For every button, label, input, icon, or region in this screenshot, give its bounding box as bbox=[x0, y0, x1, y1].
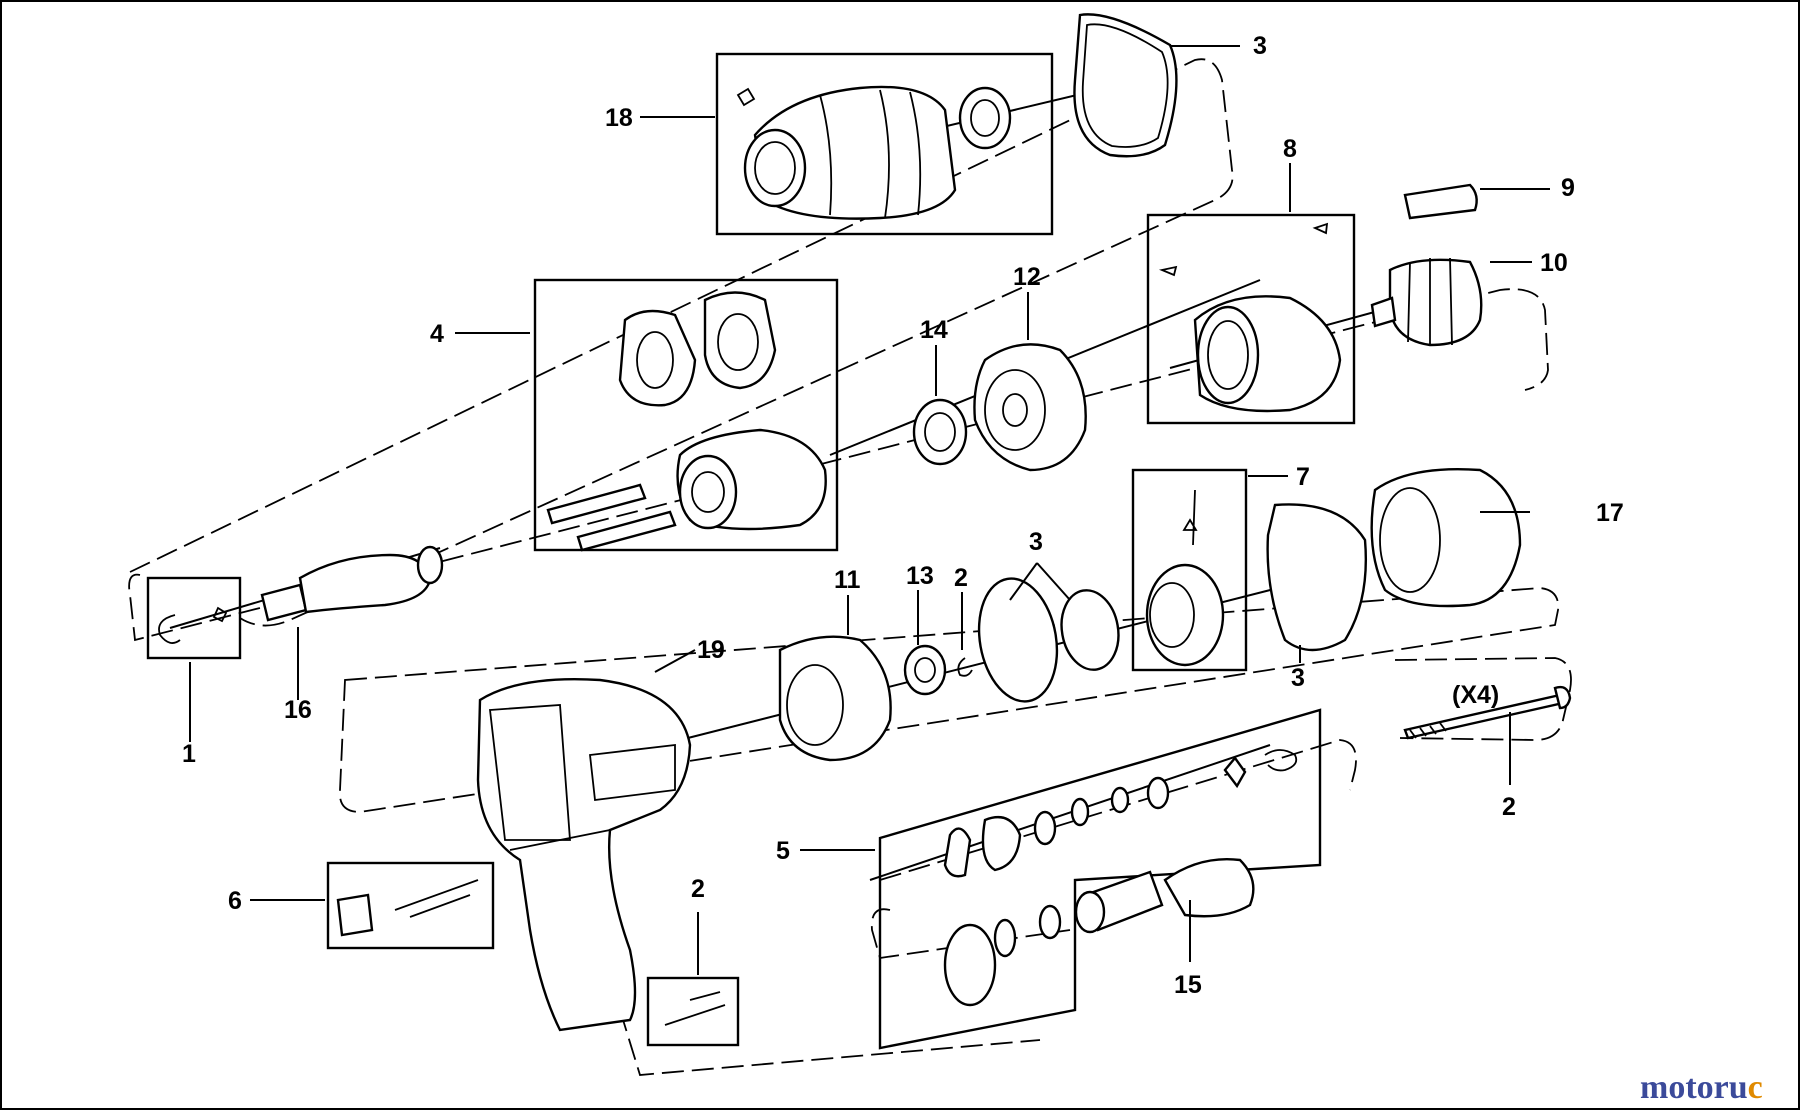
part-2-pin-group-box bbox=[646, 976, 740, 1047]
part-3-seal-ring-a bbox=[977, 577, 1059, 703]
part-14-bearing-drawing bbox=[912, 398, 968, 466]
watermark-part1: motoru bbox=[1640, 1069, 1748, 1106]
callout-9: 9 bbox=[1561, 174, 1575, 202]
part-18-hammer-case-drawing bbox=[736, 85, 1012, 220]
part-4-group-box bbox=[533, 278, 839, 552]
part-9-rotor-blade-drawing bbox=[1403, 183, 1478, 220]
part-3-seal-ring-b bbox=[1060, 589, 1120, 671]
axis-valve bbox=[869, 744, 1271, 881]
part-11-rear-plate-drawing bbox=[778, 635, 892, 762]
callout-11: 11 bbox=[834, 566, 861, 594]
part-2-clip-drawing bbox=[957, 657, 973, 677]
part-10-rotor-drawing bbox=[1370, 257, 1483, 347]
part-1-retainer-drawing bbox=[158, 606, 228, 644]
part-7-rear-plate-drawing bbox=[1145, 489, 1225, 667]
callout-12: 12 bbox=[1013, 263, 1041, 291]
callout-10: 10 bbox=[1540, 249, 1568, 277]
callout-15: 15 bbox=[1174, 971, 1202, 999]
part-13-bearing-inner bbox=[914, 657, 936, 683]
upper-assembly-outline bbox=[129, 58, 1234, 627]
part-19-housing-drawing bbox=[476, 677, 692, 1032]
callout-3-top: 3 bbox=[1253, 32, 1267, 60]
callout-13: 13 bbox=[906, 562, 934, 590]
callout-3-lower: 3 bbox=[1291, 664, 1305, 692]
callout-2-lower: 2 bbox=[691, 875, 705, 903]
leader-lines bbox=[189, 45, 1550, 975]
callout-8: 8 bbox=[1283, 135, 1297, 163]
part-8-group-box bbox=[1146, 213, 1356, 425]
callout-18: 18 bbox=[605, 104, 633, 132]
callout-1: 1 bbox=[182, 740, 196, 768]
middle-assembly-outline bbox=[128, 288, 1549, 642]
part-7-group-box bbox=[1131, 468, 1248, 672]
watermark-part2: c bbox=[1748, 1069, 1763, 1106]
part-5-valve-drawing bbox=[943, 749, 1298, 1007]
part-6-trigger-drawing bbox=[336, 879, 479, 937]
part-6-group-box bbox=[326, 861, 495, 950]
callout-16: 16 bbox=[284, 696, 312, 724]
callout-x4: (X4) bbox=[1452, 681, 1499, 709]
part-3-gasket-top bbox=[1073, 13, 1178, 158]
callout-2-right: 2 bbox=[1502, 793, 1516, 821]
part-16-anvil-drawing bbox=[260, 545, 444, 622]
part-18-group-box bbox=[715, 52, 1054, 236]
callout-14: 14 bbox=[920, 316, 948, 344]
part-1-group-box bbox=[146, 576, 242, 660]
callout-labels: 18 3 8 9 10 4 14 12 7 17 3 3 11 13 2 19 … bbox=[182, 32, 1624, 999]
lower-assembly-outline bbox=[338, 587, 1560, 813]
watermark-logo: motoruc bbox=[1640, 1069, 1763, 1106]
part-12-front-plate-drawing bbox=[973, 343, 1087, 472]
part-8-cylinder-drawing bbox=[1158, 222, 1342, 413]
callout-17: 17 bbox=[1596, 499, 1624, 527]
part-3-gasket-top-inner bbox=[1081, 23, 1169, 148]
part-4-clutch-drawing bbox=[546, 291, 827, 552]
callout-3-middle: 3 bbox=[1029, 528, 1043, 556]
part-5-group-box bbox=[878, 708, 1322, 1050]
part-13-bearing-drawing bbox=[903, 644, 947, 696]
part-2-pin-drawing bbox=[664, 991, 726, 1026]
valve-assembly-outline bbox=[870, 739, 1357, 960]
part-15-throttle-valve-drawing bbox=[1074, 858, 1255, 934]
handle-outline bbox=[619, 1009, 1041, 1076]
callout-4: 4 bbox=[430, 320, 444, 348]
callout-19: 19 bbox=[697, 636, 725, 664]
callout-6: 6 bbox=[228, 887, 242, 915]
part-3-gasket-middle bbox=[1266, 503, 1368, 652]
callout-7: 7 bbox=[1296, 463, 1310, 491]
callout-2-upper: 2 bbox=[954, 564, 968, 592]
part-17-end-cap-drawing bbox=[1370, 467, 1522, 608]
callout-5: 5 bbox=[776, 837, 790, 865]
part-2-bolt-drawing bbox=[1403, 685, 1572, 740]
